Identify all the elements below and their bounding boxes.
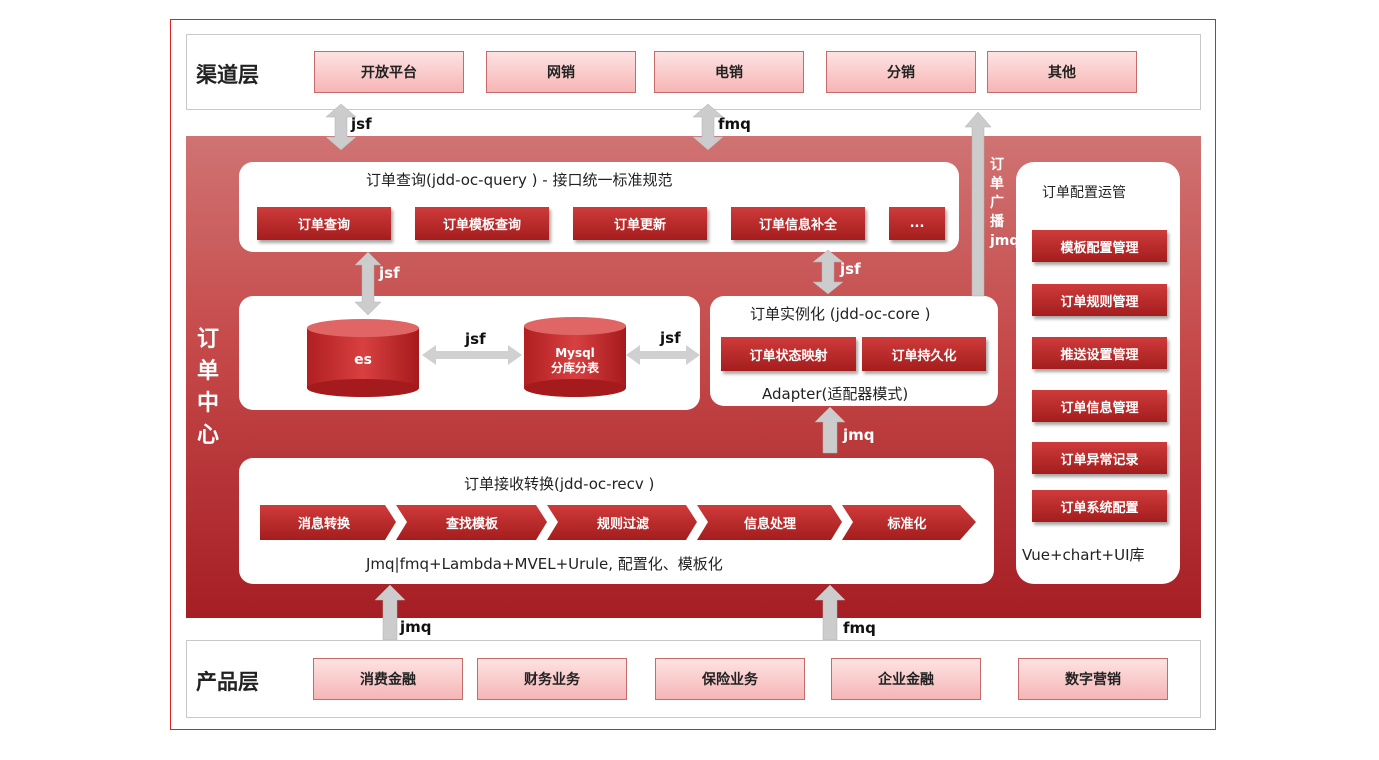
arrow-query-core — [812, 249, 844, 295]
arrow-channel-jsf — [325, 103, 357, 151]
recv-step-rule-filter: 规则过滤 — [596, 517, 649, 532]
recv-step-shape — [697, 505, 842, 540]
arrow-label-recv-core: jmq — [843, 426, 875, 444]
product-insurance: 保险业务 — [655, 658, 805, 700]
core-module-note: Adapter(适配器模式) — [762, 385, 909, 403]
arrow-label-channel-jsf: jsf — [351, 115, 372, 133]
product-consumer-finance: 消费金融 — [313, 658, 463, 700]
order-center-title: 订 单 中 心 — [196, 324, 220, 452]
arrow-channel-fmq — [692, 103, 724, 151]
core-btn-persistence: 订单持久化 — [862, 337, 986, 371]
query-btn-template-query: 订单模板查询 — [415, 207, 549, 240]
channel-open-platform: 开放平台 — [314, 51, 464, 93]
arrow-product-fmq — [814, 584, 846, 641]
channel-telesales: 电销 — [654, 51, 804, 93]
recv-step-find-template: 查找模板 — [445, 517, 498, 532]
mysql-label: Mysql 分库分表 — [524, 346, 626, 376]
config-btn-push: 推送设置管理 — [1032, 337, 1167, 369]
recv-step-info-process: 信息处理 — [743, 517, 796, 532]
recv-step-shape — [547, 505, 697, 540]
product-layer-title: 产品层 — [196, 670, 259, 694]
query-btn-info-complete: 订单信息补全 — [731, 207, 865, 240]
config-module-note: Vue+chart+UI库 — [1022, 546, 1145, 564]
mysql-label-line2: 分库分表 — [550, 361, 599, 375]
recv-step-shape — [260, 505, 396, 540]
diagram-frame — [170, 19, 1216, 730]
arrow-label-query-core: jsf — [840, 260, 861, 278]
mysql-label-line1: Mysql — [555, 346, 595, 360]
storage-link-label-1: jsf — [465, 330, 486, 348]
config-btn-system: 订单系统配置 — [1032, 490, 1167, 522]
product-digital-marketing: 数字营销 — [1018, 658, 1168, 700]
recv-step-standardize: 标准化 — [887, 517, 927, 532]
core-module-title: 订单实例化 (jdd-oc-core ) — [750, 305, 931, 323]
recv-step-shape — [842, 505, 976, 540]
channel-online-sales: 网销 — [486, 51, 636, 93]
channel-other: 其他 — [987, 51, 1137, 93]
order-center-title-char: 订 — [196, 327, 219, 352]
config-btn-template: 模板配置管理 — [1032, 230, 1167, 262]
order-center-title-char: 中 — [196, 391, 219, 416]
config-btn-rule: 订单规则管理 — [1032, 284, 1167, 316]
config-btn-exception: 订单异常记录 — [1032, 442, 1167, 474]
arrow-recv-core — [814, 406, 846, 454]
query-btn-order-query: 订单查询 — [257, 207, 391, 240]
order-center-title-char: 单 — [196, 359, 219, 384]
storage-link-label-2: jsf — [660, 329, 681, 347]
product-enterprise-finance: 企业金融 — [831, 658, 981, 700]
arrow-label-product-jmq: jmq — [400, 618, 432, 636]
broadcast-label-char: 订 — [990, 157, 1004, 173]
channel-layer-title: 渠道层 — [196, 63, 259, 87]
broadcast-label-char: 单 — [990, 176, 1004, 192]
query-btn-more: ... — [889, 207, 945, 240]
query-btn-order-update: 订单更新 — [573, 207, 707, 240]
recv-step-shape — [396, 505, 547, 540]
config-module-title: 订单配置运管 — [1042, 185, 1126, 201]
arrow-label-channel-fmq: fmq — [718, 115, 751, 133]
channel-distribution: 分销 — [826, 51, 976, 93]
recv-module-note: Jmq|fmq+Lambda+MVEL+Urule, 配置化、模板化 — [366, 555, 723, 573]
arrow-broadcast-jmq — [964, 111, 992, 297]
broadcast-label-char: jmq — [990, 233, 1020, 249]
product-financial-business: 财务业务 — [477, 658, 627, 700]
core-btn-status-mapping: 订单状态映射 — [721, 337, 856, 371]
mysql-database-icon — [524, 317, 626, 397]
broadcast-label-char: 播 — [990, 214, 1004, 230]
es-label: es — [354, 352, 372, 368]
arrow-label-query-storage: jsf — [379, 264, 400, 282]
config-btn-info: 订单信息管理 — [1032, 390, 1167, 422]
arrow-query-storage — [354, 251, 382, 316]
broadcast-label-char: 广 — [990, 195, 1004, 211]
broadcast-label: 订 单 广 播 jmq — [990, 156, 1019, 251]
es-database-icon — [307, 319, 419, 397]
arrow-label-product-fmq: fmq — [843, 619, 876, 637]
recv-step-message-convert: 消息转换 — [297, 517, 350, 532]
query-module-title: 订单查询(jdd-oc-query ) - 接口统一标准规范 — [366, 171, 673, 189]
order-center-title-char: 心 — [196, 423, 219, 448]
recv-module-title: 订单接收转换(jdd-oc-recv ) — [464, 475, 655, 493]
storage-link-arrow — [422, 345, 700, 365]
